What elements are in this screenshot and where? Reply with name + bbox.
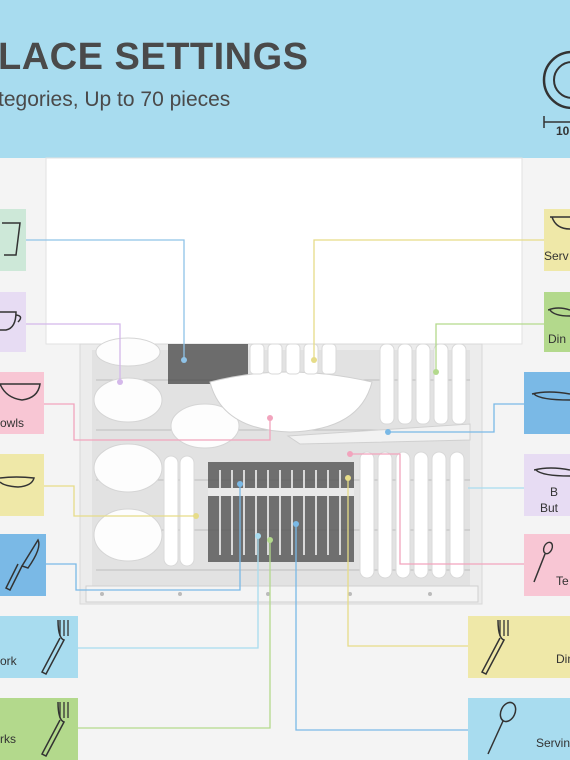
- plate-size-label: 10: [556, 124, 570, 138]
- page-title: LACE SETTINGS: [0, 36, 309, 78]
- category-card-serving-bowl: Serv: [544, 209, 570, 271]
- header-banner: LACE SETTINGS tegories, Up to 70 pieces …: [0, 0, 570, 158]
- fork-icon: [40, 619, 69, 675]
- dessert-plate-icon: [531, 391, 570, 401]
- category-card-dinner-fork: Din: [468, 616, 570, 678]
- dinner-plate-icon: [548, 307, 570, 317]
- category-card-dessert-plate: [524, 372, 570, 434]
- card-label: Serv: [544, 249, 569, 263]
- category-card-bowls: owls: [0, 372, 44, 434]
- card-label: owls: [0, 416, 25, 430]
- dinner-fork-icon: [480, 619, 509, 675]
- glass-icon: [2, 222, 21, 256]
- card-label: ork: [0, 654, 17, 668]
- card-label: rks: [0, 732, 16, 746]
- card-label: Din: [556, 652, 570, 666]
- category-card-knife: [0, 534, 46, 596]
- card-label: Servin: [536, 736, 570, 750]
- category-card-fork: ork: [0, 616, 78, 678]
- card-label: Din: [548, 332, 567, 346]
- card-label: Te: [556, 574, 569, 588]
- page-subtitle: tegories, Up to 70 pieces: [0, 88, 231, 111]
- knife-icon: [4, 538, 40, 592]
- bowl-icon: [0, 383, 41, 401]
- teacup-icon: [0, 311, 22, 331]
- category-card-saucer: [0, 454, 44, 516]
- bread-butter-plate-icon: [534, 467, 570, 477]
- category-card-glass: [0, 209, 26, 271]
- category-card-bread-butter-plate: B But: [524, 454, 570, 516]
- card-label: B But: [540, 485, 559, 515]
- saucer-icon: [0, 476, 35, 488]
- plate-size-icon: [542, 50, 570, 128]
- category-card-dinner-plate: Din: [544, 292, 570, 352]
- teaspoon-icon: [533, 541, 554, 583]
- category-card-salad-fork: rks: [0, 698, 78, 760]
- fork-icon: [40, 701, 69, 757]
- serving-spoon-icon: [487, 701, 517, 755]
- category-card-serving-spoon: Servin: [468, 698, 570, 760]
- category-card-teacup: [0, 292, 26, 352]
- serving-bowl-icon: [550, 216, 570, 230]
- category-card-teaspoon: Te: [524, 534, 570, 596]
